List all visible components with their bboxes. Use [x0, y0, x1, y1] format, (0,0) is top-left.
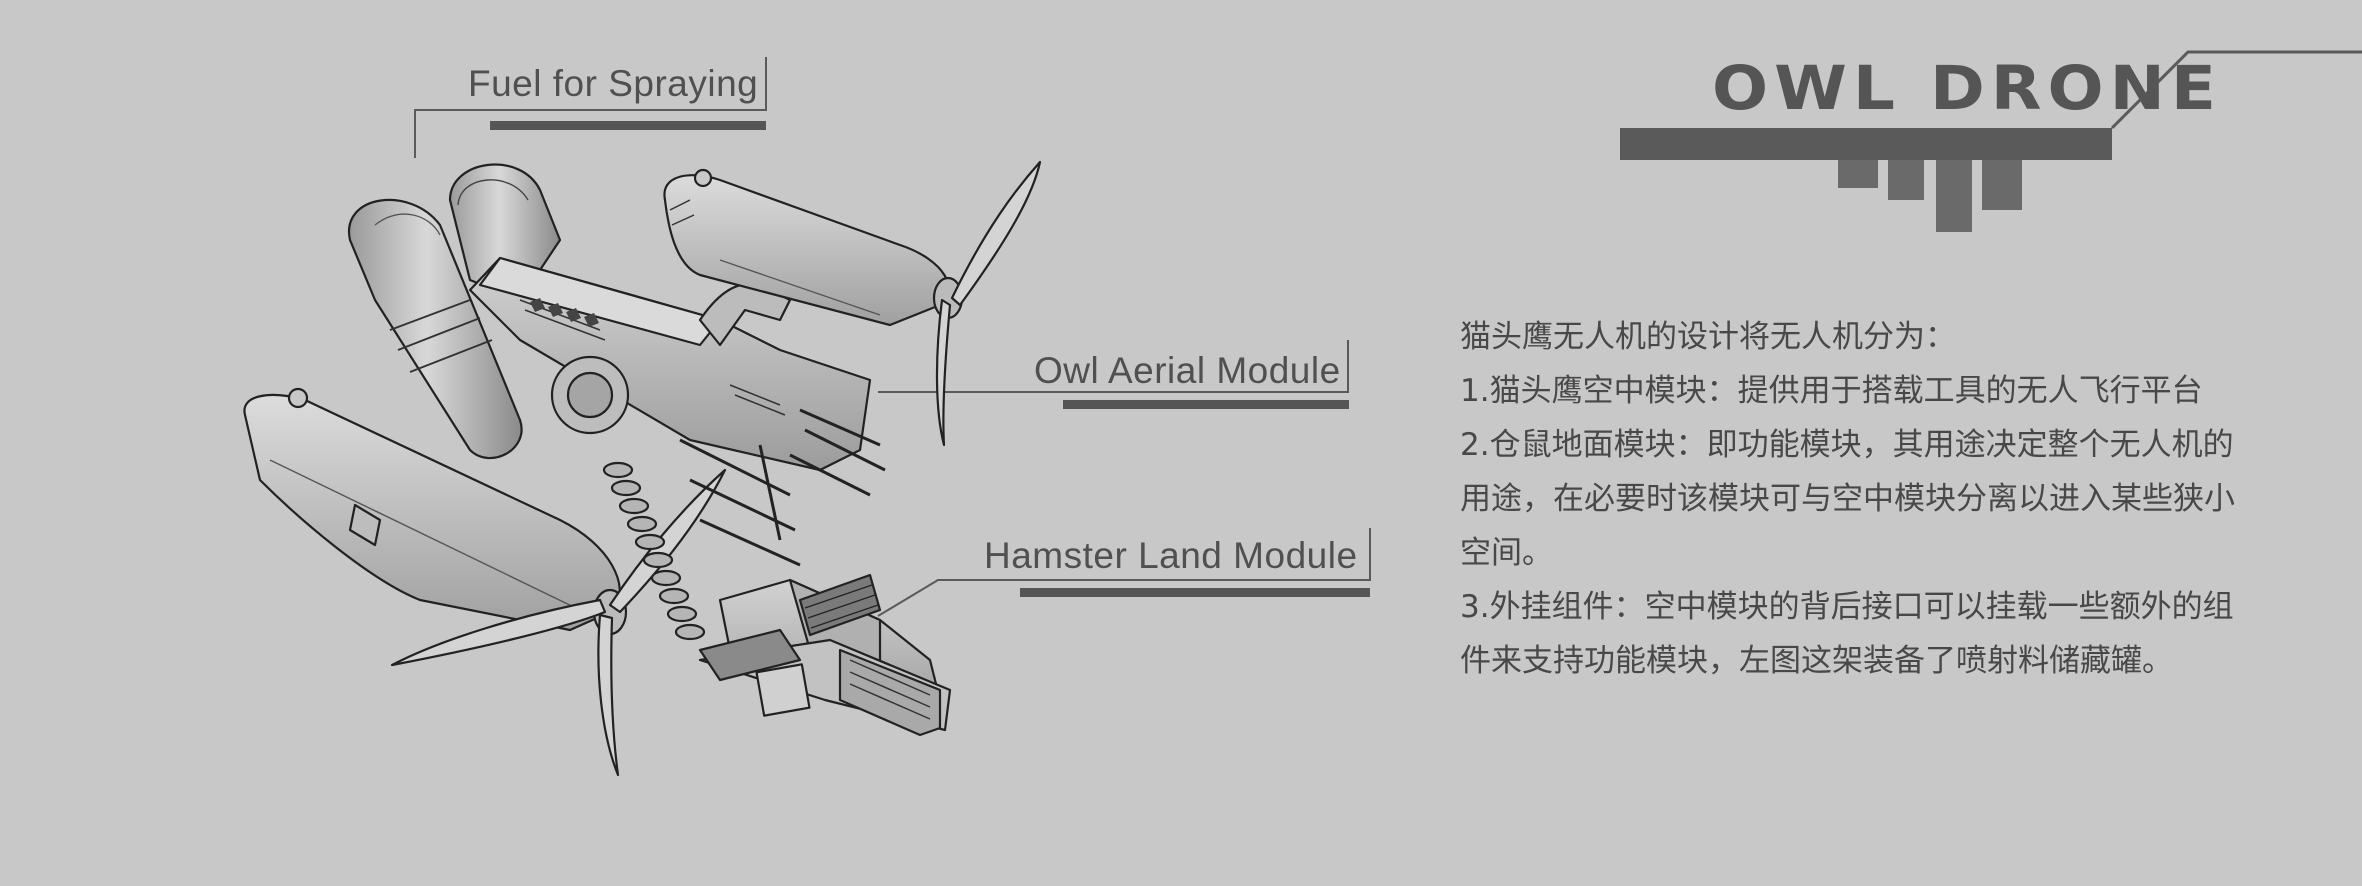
- antenna-rods: [679, 408, 886, 567]
- description-intro: 猫头鹰无人机的设计将无人机分为：: [1460, 319, 1956, 355]
- description-item-2-line-1: 2.仓鼠地面模块：即功能模块，其用途决定整个无人机的: [1460, 427, 2234, 463]
- logo-title: OWL DRONE: [1712, 53, 2222, 124]
- logo-bar-1: [1838, 160, 1878, 188]
- drone-drawing: [243, 160, 1042, 777]
- callout-hamster-lines: [877, 528, 1371, 617]
- hamster-module: [698, 573, 952, 737]
- logo-bar-2: [1888, 160, 1924, 200]
- logo-main-bar: [1620, 128, 2112, 160]
- callout-aerial-label: Owl Aerial Module: [1034, 350, 1341, 391]
- logo-bar-4: [1982, 160, 2022, 210]
- logo-corner-line: [2110, 50, 2362, 130]
- callout-fuel-lines: [414, 57, 767, 158]
- spring-tube: [602, 461, 706, 641]
- description-item-2-line-2: 用途，在必要时该模块可与空中模块分离以进入某些狭小: [1460, 481, 2235, 517]
- description-item-3-line-2: 件来支持功能模块，左图这架装备了喷射料储藏罐。: [1460, 643, 2173, 679]
- description-item-2-line-3: 空间。: [1460, 535, 1553, 571]
- description-item-1: 1.猫头鹰空中模块：提供用于搭载工具的无人飞行平台: [1460, 373, 2203, 409]
- callout-aerial-lines: [878, 340, 1349, 409]
- main-body: [468, 256, 872, 472]
- logo-graphic: [1620, 50, 2362, 232]
- fuel-tank-left: [347, 198, 523, 460]
- callout-hamster-label: Hamster Land Module: [984, 535, 1358, 576]
- propeller-upper: [935, 160, 1042, 447]
- logo-bar-3: [1936, 160, 1972, 232]
- callout-fuel-label: Fuel for Spraying: [468, 63, 759, 104]
- description-block: 猫头鹰无人机的设计将无人机分为： 1.猫头鹰空中模块：提供用于搭载工具的无人飞行…: [1460, 310, 2320, 688]
- description-item-3-line-1: 3.外挂组件：空中模块的背后接口可以挂载一些额外的组: [1460, 589, 2234, 625]
- propeller-lower: [390, 468, 727, 777]
- engine-pod-upper: [663, 168, 964, 327]
